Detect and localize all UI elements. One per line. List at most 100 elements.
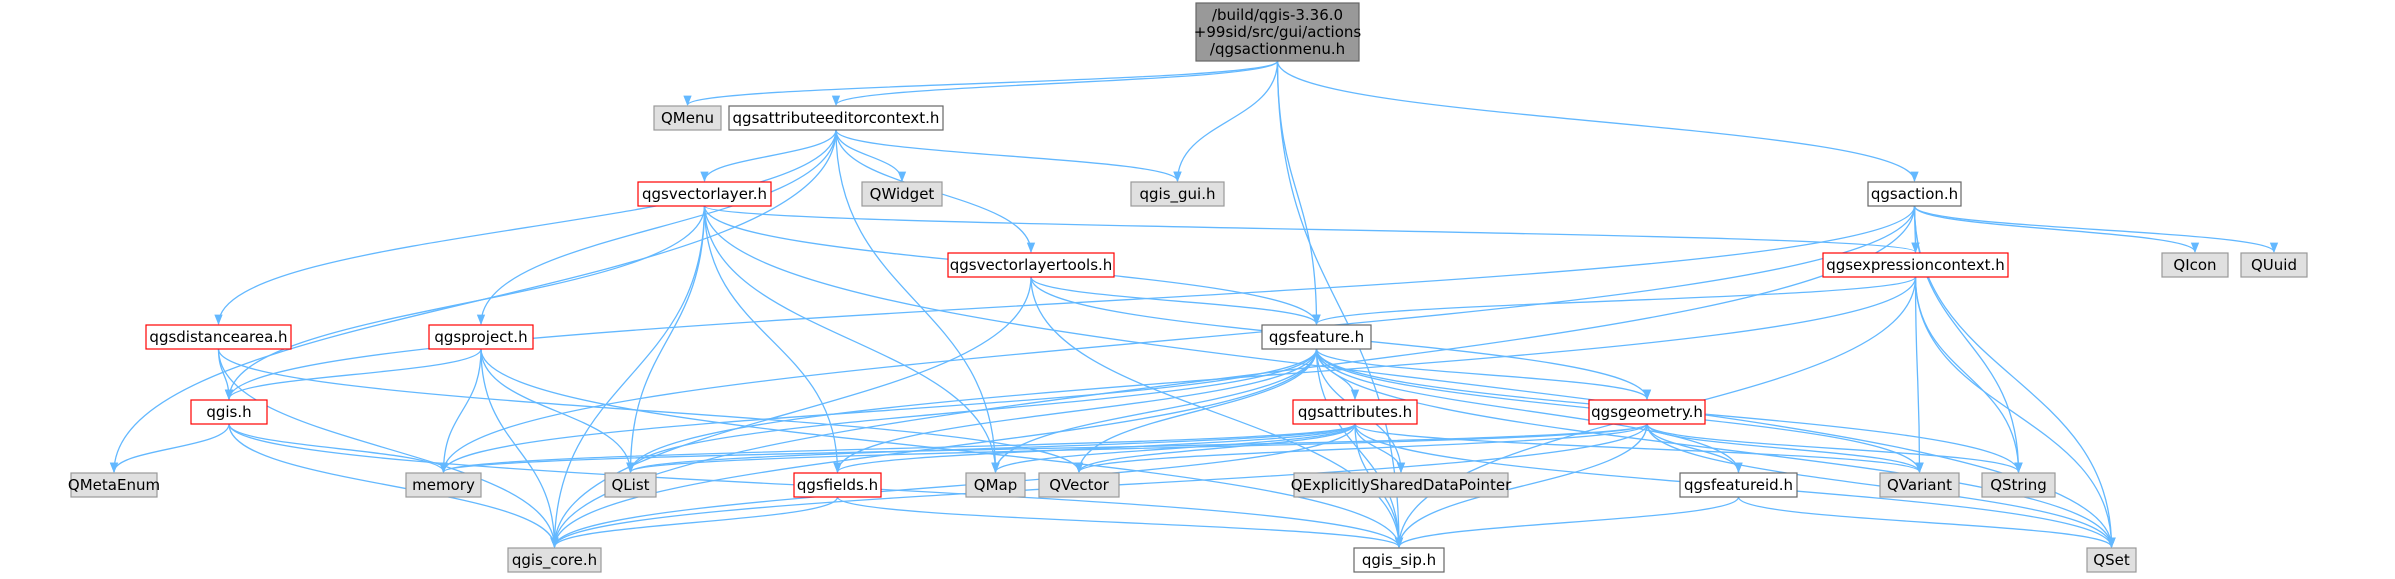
- edge: [1075, 423, 1648, 474]
- edge: [833, 423, 1356, 474]
- edge-qgsproject-to-memory: [439, 348, 482, 474]
- edge: [225, 205, 1916, 401]
- node-qgsfeatureid[interactable]: qgsfeatureid.h: [1679, 472, 1798, 498]
- edge: [1312, 276, 1917, 326]
- node-label: qgsfeature.h: [1269, 328, 1364, 346]
- edge-qgsaction-to-qstring: [1913, 205, 2023, 474]
- edge: [1913, 205, 2023, 474]
- edge-qgsexpressioncontext-to-qlist: [626, 276, 1917, 474]
- edge-qgsaction-to-memory: [439, 205, 1916, 474]
- edge: [700, 129, 837, 183]
- node-label: qgsproject.h: [434, 328, 527, 346]
- edge-qgis-to-qmetaenum: [109, 423, 230, 474]
- node-label: QWidget: [870, 185, 935, 203]
- node-label: QSet: [2093, 551, 2130, 569]
- edge: [1646, 423, 1924, 474]
- node-qgsfields[interactable]: qgsfields.h: [793, 472, 882, 498]
- node-qgsvectorlayertools[interactable]: qgsvectorlayertools.h: [947, 252, 1115, 278]
- edge-root-to-qgsfeature: [1276, 60, 1321, 326]
- edge-qgsvectorlayer-to-qgis: [224, 205, 706, 401]
- node-label: QString: [1990, 476, 2047, 494]
- node-box: [1293, 472, 1509, 498]
- edge: [626, 423, 1648, 474]
- node-label: qgsvectorlayertools.h: [950, 256, 1113, 274]
- node-root[interactable]: /build/qgis-3.36.0+99sid/src/gui/actions…: [1194, 2, 1362, 62]
- edge-qgsgeometry-to-qset: [1646, 423, 2116, 549]
- edge: [1030, 276, 1321, 326]
- node-qgsvectorlayer[interactable]: qgsvectorlayer.h: [637, 181, 772, 207]
- node-qgsproject[interactable]: qgsproject.h: [428, 324, 534, 350]
- node-box: [653, 105, 722, 131]
- edge-qgsexpressioncontext-to-qstring: [1914, 276, 2023, 474]
- node-qwidget: QWidget: [861, 181, 943, 207]
- node-qgsattributeeditorcontext[interactable]: qgsattributeeditorcontext.h: [728, 105, 944, 131]
- edge: [835, 129, 1182, 183]
- node-qicon: QIcon: [2161, 252, 2229, 278]
- node-box: [728, 105, 944, 131]
- node-label: qgsattributeeditorcontext.h: [733, 109, 940, 127]
- edge-qgsexpressioncontext-to-qvariant: [1914, 276, 1924, 474]
- edge-qgsattributeeditorcontext-to-qgsproject: [476, 129, 837, 326]
- edge: [626, 205, 706, 474]
- node-qgis-gui: qgis_gui.h: [1130, 181, 1225, 207]
- edge-root-to-qgsattributeeditorcontext: [832, 60, 1279, 107]
- node-qgis-sip[interactable]: qgis_sip.h: [1353, 547, 1445, 573]
- edge-qgsfeatureid-to-qset: [1737, 496, 2116, 549]
- edge: [1394, 423, 1648, 549]
- edge-qgsgeometry-to-qlist: [626, 423, 1648, 474]
- node-qgis-core: qgis_core.h: [507, 547, 602, 573]
- edge: [626, 276, 1917, 474]
- edge: [703, 205, 1920, 254]
- edge: [1315, 348, 2116, 549]
- node-qmenu: QMenu: [653, 105, 722, 131]
- node-qgis[interactable]: qgis.h: [190, 399, 268, 425]
- edge: [1914, 276, 1924, 474]
- node-qgsgeometry[interactable]: qgsgeometry.h: [1588, 399, 1706, 425]
- node-box: [2086, 547, 2137, 573]
- node-label: /qgsactionmenu.h: [1210, 40, 1345, 58]
- node-qgsexpressioncontext[interactable]: qgsexpressioncontext.h: [1822, 252, 2009, 278]
- edge: [836, 496, 1403, 549]
- edge: [214, 129, 837, 326]
- node-box: [190, 399, 268, 425]
- edge-qgsfields-to-qgis-core: [550, 496, 839, 549]
- node-quuid: QUuid: [2240, 252, 2308, 278]
- edge-qgsattributes-to-qvariant: [1354, 423, 1924, 474]
- node-label: QExplicitlySharedDataPointer: [1291, 476, 1512, 494]
- node-qgsattributes[interactable]: qgsattributes.h: [1292, 399, 1418, 425]
- edge-qgis-to-memory: [228, 423, 448, 474]
- edge: [480, 348, 635, 474]
- edge: [1646, 423, 2116, 549]
- node-label: QMap: [974, 476, 1017, 494]
- edge: [991, 348, 1318, 474]
- node-box: [1588, 399, 1706, 425]
- edge: [476, 129, 837, 326]
- edge-qgsgeometry-to-qvariant: [1646, 423, 1924, 474]
- edge-root-to-qgsaction: [1276, 60, 1919, 183]
- edge: [228, 423, 559, 549]
- node-label: qgis_core.h: [512, 551, 597, 570]
- edge: [1394, 496, 1740, 549]
- edge: [1914, 276, 2116, 549]
- edge: [224, 205, 706, 401]
- edge-qgsattributes-to-qlist: [626, 423, 1356, 474]
- node-qgsfeature[interactable]: qgsfeature.h: [1261, 324, 1372, 350]
- edge-qgsfeature-to-qlist: [626, 348, 1318, 474]
- edge: [832, 60, 1279, 107]
- edge-qgsattributeeditorcontext-to-qgsvectorlayer: [700, 129, 837, 183]
- node-qvariant: QVariant: [1879, 472, 1960, 498]
- edge: [626, 348, 1318, 474]
- edge: [480, 348, 559, 549]
- edge-qgsfeature-to-memory: [439, 348, 1318, 474]
- node-label: QMenu: [661, 109, 714, 127]
- node-label: qgsgeometry.h: [1591, 403, 1703, 421]
- edge: [1914, 276, 2023, 474]
- node-qgsdistancearea[interactable]: qgsdistancearea.h: [145, 324, 292, 350]
- node-box: [1353, 547, 1445, 573]
- node-qgsaction[interactable]: qgsaction.h: [1867, 181, 1962, 207]
- edge: [683, 60, 1279, 107]
- edge-qgsfeature-to-qgis-core: [550, 348, 1318, 549]
- edge: [1737, 496, 2116, 549]
- node-box: [947, 252, 1115, 278]
